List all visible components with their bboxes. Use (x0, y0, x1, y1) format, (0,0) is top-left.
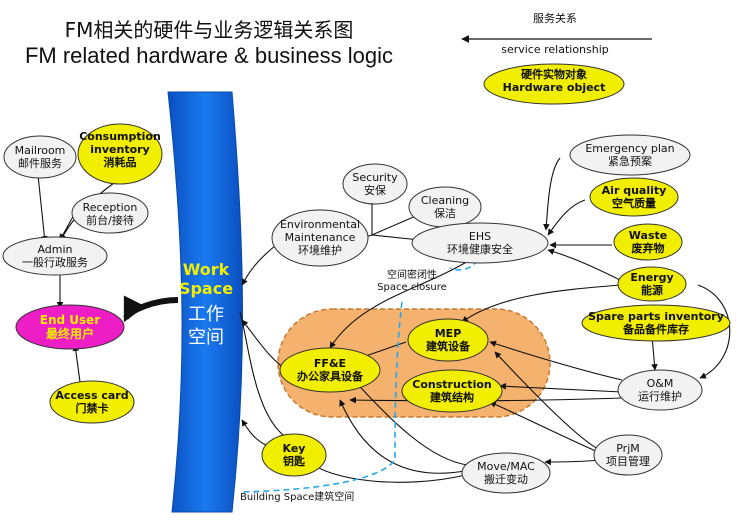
node-prjm-shape[interactable] (593, 434, 663, 476)
node-mailroom-shape[interactable] (3, 135, 77, 179)
legend-arrow-en: service relationship (501, 43, 609, 56)
node-energy-shape[interactable] (617, 266, 687, 302)
node-enduser-shape[interactable] (15, 304, 125, 350)
workspace-label-zh: 工作 空间 (188, 304, 224, 348)
workspace-pillar (167, 91, 243, 513)
node-mep-shape[interactable] (407, 318, 489, 362)
legend-hardware-oval (483, 63, 625, 105)
title-english: FM related hardware & business logic (24, 43, 394, 68)
legend-arrow-zh: 服务关系 (533, 12, 577, 25)
node-airquality-shape[interactable] (589, 177, 679, 217)
node-envmaint-shape[interactable] (271, 209, 369, 267)
node-ffe-shape[interactable] (279, 347, 381, 393)
title-chinese: FM相关的硬件与业务逻辑关系图 (64, 18, 354, 42)
node-reception-shape[interactable] (71, 192, 149, 234)
node-ehs-shape[interactable] (411, 222, 549, 264)
node-construction-shape[interactable] (401, 369, 503, 413)
node-key-shape[interactable] (261, 433, 327, 477)
node-spareparts-shape[interactable] (581, 304, 731, 342)
legend-hardware-label: 硬件实物对象 Hardware object (502, 68, 606, 95)
node-movemac-shape[interactable] (461, 452, 551, 494)
node-access-shape[interactable] (49, 380, 135, 424)
node-waste-shape[interactable] (613, 223, 683, 261)
node-security-shape[interactable] (342, 163, 408, 205)
space-closure-label: 空间密闭性 Space closure (377, 270, 447, 293)
node-admin-shape[interactable] (2, 236, 108, 276)
node-om-shape[interactable] (617, 369, 703, 411)
node-consumption-shape[interactable] (77, 123, 163, 185)
building-space-label: Building Space建筑空间 (240, 492, 355, 503)
workspace-label: Work Space (178, 260, 234, 299)
node-emergency-shape[interactable] (569, 134, 691, 176)
